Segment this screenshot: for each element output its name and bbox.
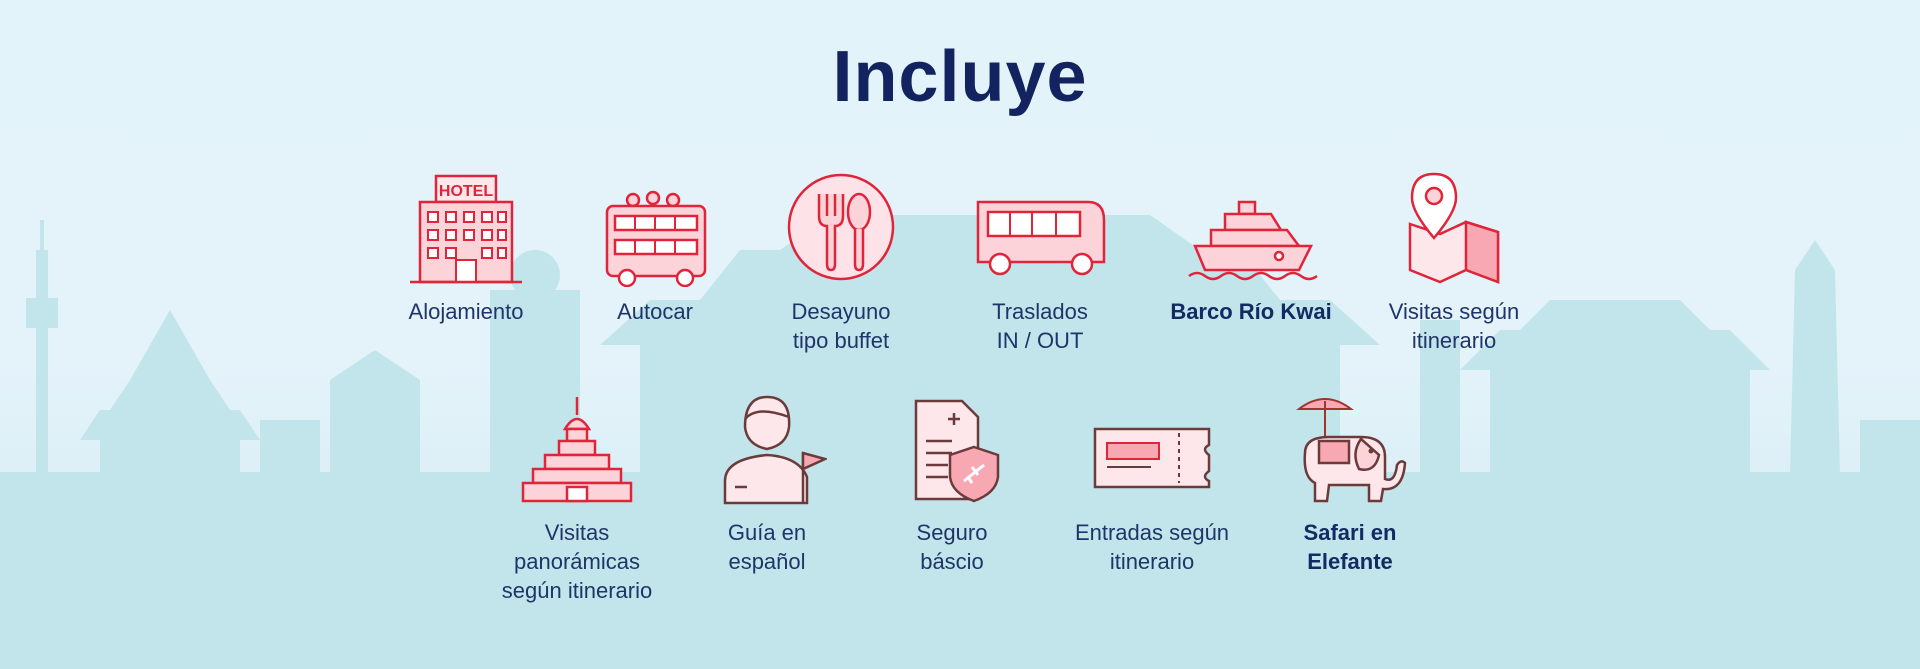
- include-label: Safari en Elefante: [1303, 520, 1397, 574]
- page-title: Incluye: [832, 37, 1088, 117]
- include-label: Autocar: [617, 299, 693, 324]
- include-label: Entradas según itinerario: [1074, 520, 1230, 574]
- double-decker-bus-icon: [605, 190, 707, 287]
- include-label: Visitas según itinerario: [1388, 299, 1520, 353]
- hotel-sign-text: HOTEL: [439, 183, 493, 200]
- include-item-desayuno: Desayuno tipo buffet: [741, 172, 941, 355]
- include-item-alojamiento: HOTEL Alojamiento: [366, 172, 566, 326]
- include-label: Traslados IN / OUT: [992, 299, 1088, 353]
- include-item-visitas-panoramicas: Visitas panorámicas según itinerario: [477, 393, 677, 605]
- bus-icon: [976, 200, 1106, 276]
- include-label: Visitas panorámicas según itinerario: [501, 520, 653, 603]
- include-label: Seguro báscio: [916, 520, 988, 574]
- hotel-icon: HOTEL: [410, 174, 522, 284]
- insurance-document-icon: [914, 399, 1000, 503]
- stupa-temple-icon: [521, 397, 633, 503]
- include-label: Alojamiento: [408, 299, 524, 324]
- include-item-traslados: Traslados IN / OUT: [940, 172, 1140, 355]
- include-item-entradas: Entradas según itinerario: [1052, 393, 1252, 576]
- include-label: Guía en español: [727, 520, 807, 574]
- include-label: Barco Río Kwai: [1170, 299, 1332, 324]
- elephant-icon: [1296, 398, 1407, 503]
- include-item-guia: Guía en español: [667, 393, 867, 576]
- fork-spoon-icon: [787, 173, 895, 281]
- map-pin-icon: [1408, 172, 1500, 284]
- include-item-barco: Barco Río Kwai: [1151, 172, 1351, 326]
- include-item-safari: Safari en Elefante: [1250, 393, 1450, 576]
- include-item-autocar: Autocar: [555, 172, 755, 326]
- guide-with-flag-icon: [723, 395, 827, 505]
- include-item-visitas: Visitas según itinerario: [1354, 172, 1554, 355]
- boat-icon: [1188, 200, 1318, 281]
- include-item-seguro: Seguro báscio: [852, 393, 1052, 576]
- include-label: Desayuno tipo buffet: [791, 299, 891, 353]
- ticket-icon: [1093, 427, 1211, 489]
